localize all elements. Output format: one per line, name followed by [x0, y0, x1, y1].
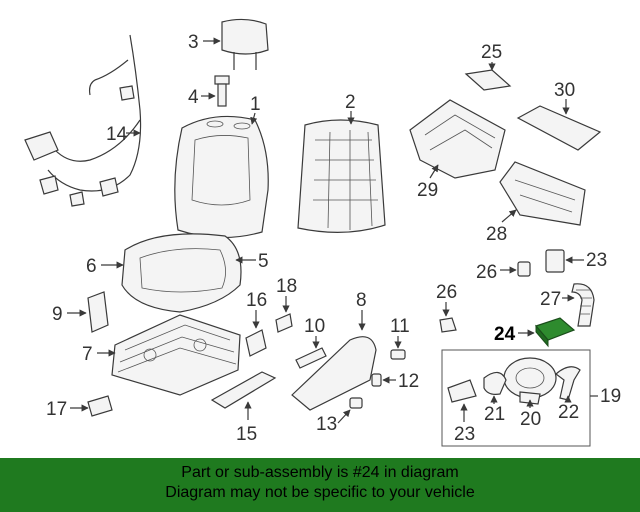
- callout-22: 22: [558, 402, 579, 423]
- part-cover-25[interactable]: [464, 69, 512, 91]
- callout-6: 6: [86, 256, 97, 277]
- callout-26b: 26: [436, 282, 457, 303]
- part-seat-track[interactable]: [111, 314, 241, 396]
- part-clip-26-lower[interactable]: [439, 317, 457, 333]
- callout-30: 30: [554, 80, 575, 101]
- callout-8: 8: [356, 290, 367, 311]
- leader-1: [250, 112, 258, 125]
- callout-16: 16: [246, 290, 267, 311]
- part-wire-harness[interactable]: [24, 34, 142, 207]
- part-small-switch[interactable]: [295, 347, 327, 369]
- part-switch-bezel[interactable]: [245, 329, 267, 357]
- callout-19: 19: [600, 386, 621, 407]
- part-side-shield[interactable]: [291, 336, 377, 411]
- callout-29: 29: [417, 180, 438, 201]
- part-24-highlighted[interactable]: [534, 317, 576, 348]
- banner-line-2: Diagram may not be specific to your vehi…: [165, 484, 475, 501]
- callout-12: 12: [398, 371, 419, 392]
- callout-24: 24: [494, 324, 516, 345]
- callout-9: 9: [52, 304, 63, 325]
- callout-15: 15: [236, 424, 257, 445]
- part-clip-26-upper[interactable]: [517, 261, 531, 277]
- callout-2: 2: [345, 92, 356, 113]
- callout-14: 14: [106, 124, 128, 145]
- part-lower-shield[interactable]: [210, 371, 277, 409]
- callout-11: 11: [390, 316, 410, 337]
- callout-3: 3: [188, 32, 199, 53]
- part-seat-back-cover[interactable]: [174, 115, 269, 239]
- subassembly-box-19: [441, 349, 591, 447]
- part-switch-knob-11[interactable]: [390, 349, 406, 360]
- part-duct-21[interactable]: [483, 371, 507, 395]
- leader-29: [429, 164, 439, 179]
- part-duct-27[interactable]: [571, 283, 595, 327]
- banner-line-1: Part or sub-assembly is #24 in diagram: [181, 464, 459, 481]
- callout-21: 21: [484, 404, 505, 425]
- callout-28: 28: [486, 224, 507, 245]
- part-headrest-guide[interactable]: [214, 75, 230, 107]
- leader-28: [501, 209, 517, 223]
- callout-23b: 23: [454, 424, 475, 445]
- callout-27: 27: [540, 289, 561, 310]
- callout-4: 4: [188, 87, 199, 108]
- part-tray-28[interactable]: [499, 161, 586, 226]
- callout-10: 10: [304, 316, 325, 337]
- callout-26a: 26: [476, 262, 497, 283]
- callout-18: 18: [276, 276, 297, 297]
- part-connector-23-lower[interactable]: [447, 379, 477, 403]
- leader-13: [337, 409, 351, 424]
- info-banner: Part or sub-assembly is #24 in diagram D…: [0, 458, 640, 512]
- part-seat-cushion-cover[interactable]: [121, 233, 242, 313]
- callout-13: 13: [316, 414, 337, 435]
- callout-17: 17: [46, 399, 67, 420]
- part-switch-knob-12[interactable]: [371, 373, 382, 387]
- part-blower-20[interactable]: [503, 357, 557, 405]
- callout-7: 7: [82, 344, 93, 365]
- callout-1: 1: [250, 94, 261, 115]
- part-connector-23-upper[interactable]: [545, 249, 565, 273]
- callout-23a: 23: [586, 250, 607, 271]
- part-headrest[interactable]: [221, 18, 269, 70]
- part-duct-22[interactable]: [555, 366, 581, 401]
- part-knob[interactable]: [275, 313, 293, 333]
- part-switch-knob-13[interactable]: [349, 397, 363, 409]
- part-side-trim[interactable]: [87, 291, 109, 333]
- callout-20: 20: [520, 409, 541, 430]
- part-bracket[interactable]: [87, 395, 113, 417]
- callout-5: 5: [258, 251, 269, 272]
- callout-25: 25: [481, 42, 502, 63]
- part-bracket-29[interactable]: [409, 99, 506, 179]
- part-mat-30[interactable]: [516, 105, 602, 151]
- part-seat-back-frame[interactable]: [297, 119, 386, 233]
